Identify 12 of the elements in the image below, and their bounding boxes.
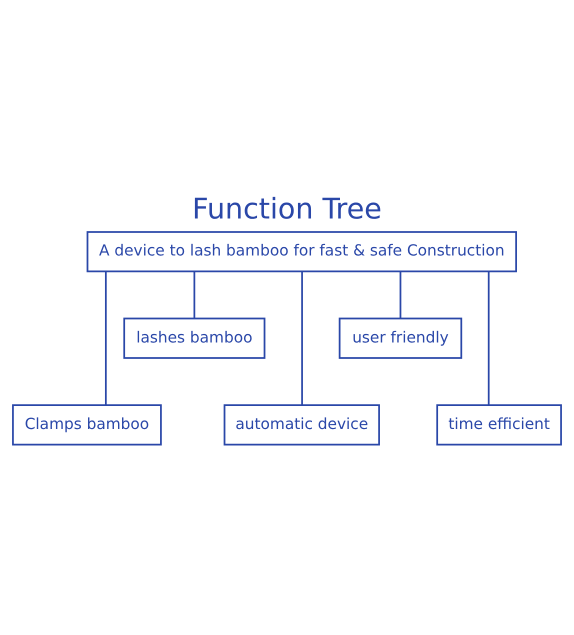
node-box: A device to lash bamboo for fast & safe Construction: [86, 230, 517, 272]
node-box: user friendly: [338, 317, 462, 358]
diagram-title: Function Tree: [192, 192, 382, 226]
connector: [400, 271, 402, 318]
node-box: time efficient: [436, 404, 562, 445]
connector: [488, 271, 490, 404]
connector: [104, 271, 107, 404]
connector: [194, 271, 196, 318]
connector: [301, 271, 303, 404]
node-box: Clamps bamboo: [12, 404, 162, 445]
node-box: automatic device: [224, 404, 380, 445]
node-box: lashes bamboo: [123, 317, 266, 358]
